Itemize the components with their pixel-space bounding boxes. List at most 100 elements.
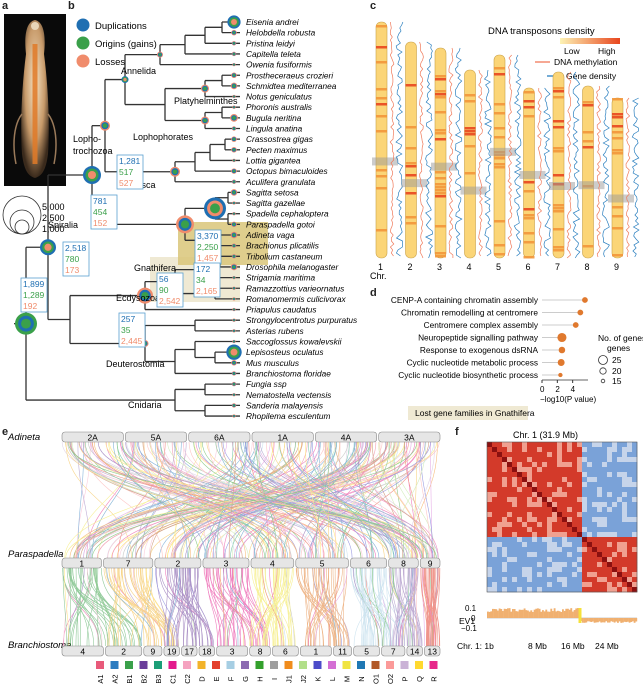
chromosome-5 <box>490 54 522 259</box>
chromosome-label: 2 <box>408 262 413 272</box>
synteny-legend-swatch <box>313 661 322 669</box>
svg-text:2,542: 2,542 <box>159 296 181 306</box>
taxon-label: Spadella cephaloptera <box>246 209 329 219</box>
svg-text:0: 0 <box>471 614 476 623</box>
svg-text:8 Mb: 8 Mb <box>528 641 547 651</box>
synteny-legend-label: B1 <box>125 674 134 683</box>
taxon-label: Eisenia andrei <box>246 17 300 27</box>
taxon-node <box>231 403 237 408</box>
chromosome-label: 7 <box>555 262 560 272</box>
svg-text:1,281: 1,281 <box>119 156 141 166</box>
bilateria-node <box>40 239 56 256</box>
chr-bar <box>350 557 387 569</box>
svg-text:1,289: 1,289 <box>23 290 45 300</box>
taxon-label: Pecten maximus <box>246 145 307 155</box>
svg-text:Lophophorates: Lophophorates <box>133 132 194 142</box>
synteny-legend-label: P <box>401 676 410 681</box>
taxon-label: Rhopilema esculentum <box>246 411 330 421</box>
svg-text:Annelida: Annelida <box>121 66 156 76</box>
synteny-legend-label: O1 <box>372 674 381 684</box>
taxon-node <box>231 179 237 184</box>
svg-text:Gene density: Gene density <box>566 71 617 81</box>
taxon-label: Lepisosteus oculatus <box>246 347 324 357</box>
svg-text:−0.1: −0.1 <box>461 624 477 633</box>
chr-bar <box>315 431 377 443</box>
chromosome-label: 1 <box>378 262 383 272</box>
taxon-label: Priapulus caudatus <box>246 305 317 315</box>
chr-bar-label: 6A <box>214 433 225 443</box>
panel-f-label: f <box>455 426 459 438</box>
chr-bar <box>216 645 249 657</box>
taxon-label: Asterias rubens <box>245 326 304 336</box>
chr-bar <box>388 557 419 569</box>
synteny-legend-label: I <box>270 678 279 680</box>
taxon-node <box>232 201 236 205</box>
svg-text:15: 15 <box>612 376 622 386</box>
go-tick: 2 <box>555 385 560 394</box>
synteny-legend-label: L <box>328 677 337 681</box>
chr-bar-label: 2 <box>121 647 126 657</box>
go-term-label: Response to exogenous dsRNA <box>420 345 539 355</box>
taxon-node <box>231 360 237 366</box>
go-xlabel: −log10(P value) <box>540 395 596 404</box>
svg-text:trochozoa: trochozoa <box>73 146 113 156</box>
synteny-legend-swatch <box>96 661 104 669</box>
go-dot <box>577 309 584 316</box>
chr-bar-label: 11 <box>338 647 347 657</box>
taxon-node <box>232 318 236 322</box>
chromosome-ideogram: DNA transposons density Low High DNA met… <box>370 21 640 281</box>
taxon-label: Prostheceraeus crozieri <box>246 70 334 80</box>
taxon-node <box>231 168 237 174</box>
go-term-label: Chromatin remodelling at centromere <box>401 308 538 318</box>
svg-text:Platyhelminthes: Platyhelminthes <box>174 96 238 106</box>
svg-text:25: 25 <box>612 355 622 365</box>
taxon-node <box>231 254 237 259</box>
taxon-node <box>232 158 236 163</box>
svg-text:517: 517 <box>119 167 133 177</box>
svg-text:1,899: 1,899 <box>23 279 45 289</box>
taxon-node <box>231 136 237 142</box>
svg-text:2,445: 2,445 <box>121 336 143 346</box>
svg-text:24 Mb: 24 Mb <box>595 641 619 651</box>
taxon-label: Phoronis australis <box>246 102 312 112</box>
lophotrochozoa-node <box>100 120 110 131</box>
chr-bar-label: 1 <box>79 559 84 569</box>
svg-text:2,518: 2,518 <box>65 243 87 253</box>
chr-bar-label: 1A <box>277 433 288 443</box>
svg-text:Low: Low <box>564 46 580 56</box>
chr-bar-label: 6 <box>283 647 288 657</box>
taxon-label: Adineta vaga <box>245 230 295 240</box>
chr-bar <box>406 645 423 657</box>
taxon-node <box>232 329 236 333</box>
taxon-label: Paraspadella gotoi <box>246 219 316 229</box>
taxon-node <box>230 189 238 196</box>
chr-bar-label: 1 <box>314 647 319 657</box>
chr-bar-label: 18 <box>202 647 212 657</box>
taxon-node <box>231 41 237 46</box>
taxon-node <box>232 94 236 99</box>
go-dot <box>582 297 588 303</box>
svg-text:0.1: 0.1 <box>465 604 477 613</box>
svg-text:20: 20 <box>612 366 622 376</box>
chr-bar <box>61 557 102 569</box>
go-term-label: Cyclic nucleotide biosynthetic process <box>398 370 538 380</box>
chr-bar <box>333 645 352 657</box>
event-node <box>201 84 209 93</box>
chr-bar-label: 4 <box>270 559 275 569</box>
taxon-label: Nematostella vectensis <box>246 390 331 400</box>
synteny-legend-swatch <box>299 661 307 669</box>
taxon-node <box>231 381 237 387</box>
chr-bar <box>105 645 143 657</box>
synteny-legend-label: F <box>227 676 236 681</box>
size-legend: 5,000 2,500 1,000 <box>2 195 65 235</box>
svg-text:780: 780 <box>65 254 79 264</box>
taxon-label: Sanderia malayensis <box>246 400 323 410</box>
chr-bar-label: 8 <box>401 559 406 569</box>
taxon-node <box>232 307 236 312</box>
chr-bar <box>272 645 299 657</box>
svg-text:34: 34 <box>196 275 206 285</box>
chaetognath-node <box>204 197 226 220</box>
taxon-node <box>232 339 236 344</box>
chromosome-6 <box>519 87 551 259</box>
synteny-legend-swatch <box>371 661 380 669</box>
